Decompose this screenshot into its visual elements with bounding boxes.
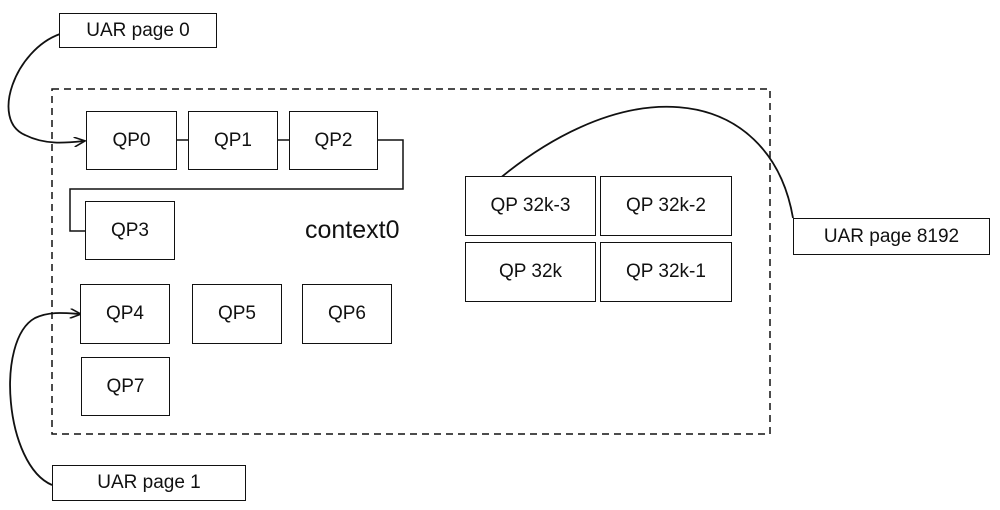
qp2-box: QP2 bbox=[289, 111, 378, 170]
qp5-box: QP5 bbox=[192, 284, 282, 344]
qp-32k-1-box: QP 32k-1 bbox=[600, 242, 732, 302]
qp-32k-box: QP 32k bbox=[465, 242, 596, 302]
arrow-uar1-to-qp4 bbox=[10, 313, 80, 485]
arrow-uar0-to-qp0 bbox=[9, 34, 84, 143]
qp4-box: QP4 bbox=[80, 284, 170, 344]
uar-page-8192-box: UAR page 8192 bbox=[793, 218, 990, 255]
context-label: context0 bbox=[305, 216, 400, 245]
qp1-box: QP1 bbox=[188, 111, 278, 170]
qp-32k-3-box: QP 32k-3 bbox=[465, 176, 596, 236]
uar-page-0-box: UAR page 0 bbox=[59, 13, 217, 48]
qp7-box: QP7 bbox=[81, 357, 170, 416]
qp3-box: QP3 bbox=[85, 201, 175, 260]
qp6-box: QP6 bbox=[302, 284, 392, 344]
qp0-box: QP0 bbox=[86, 111, 177, 170]
qp-32k-2-box: QP 32k-2 bbox=[600, 176, 732, 236]
uar-page-1-box: UAR page 1 bbox=[52, 465, 246, 501]
